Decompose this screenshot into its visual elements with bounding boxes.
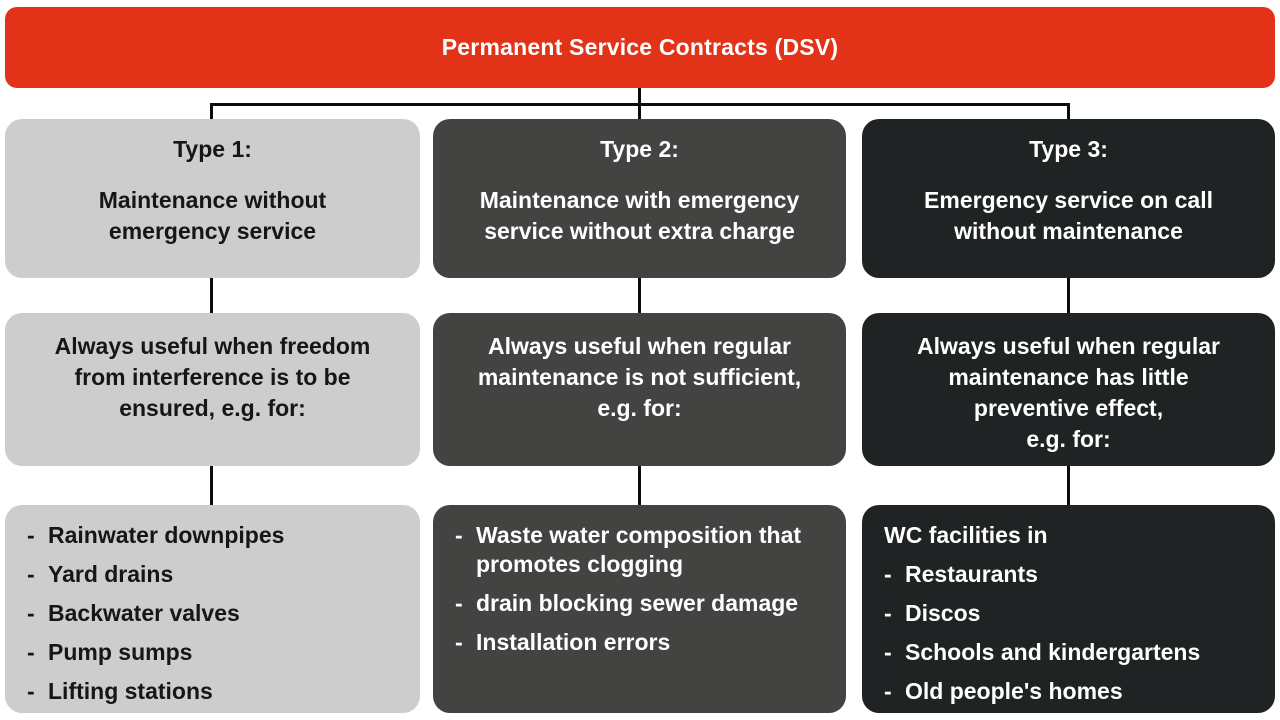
root-node-banner: Permanent Service Contracts (DSV) bbox=[5, 7, 1275, 88]
dash-bullet: - bbox=[884, 561, 892, 587]
list-item: - Restaurants bbox=[884, 560, 1265, 589]
list-item: - Pump sumps bbox=[27, 638, 410, 667]
dash-bullet: - bbox=[27, 522, 35, 548]
list-item: - Waste water composition that promotes … bbox=[455, 521, 836, 579]
dash-bullet: - bbox=[884, 639, 892, 665]
dash-bullet: - bbox=[27, 561, 35, 587]
type1-subtitle: Maintenance without emergency service bbox=[98, 187, 327, 244]
dash-bullet: - bbox=[884, 678, 892, 704]
list-item: - Backwater valves bbox=[27, 599, 410, 628]
list-item-text: Installation errors bbox=[476, 629, 671, 655]
connector-vertical-type1 bbox=[210, 103, 213, 509]
list-item: - drain blocking sewer damage bbox=[455, 589, 836, 618]
list-item-text: Restaurants bbox=[905, 561, 1038, 587]
type2-usefulness-text: Always useful when regular maintenance i… bbox=[477, 333, 802, 421]
list-item-text: Waste water composition that promotes cl… bbox=[476, 522, 802, 577]
type1-usefulness-box: Always useful when freedom from interfer… bbox=[5, 313, 420, 466]
list-item: - Yard drains bbox=[27, 560, 410, 589]
dash-bullet: - bbox=[27, 600, 35, 626]
dash-bullet: - bbox=[455, 522, 463, 548]
type1-title: Type 1: bbox=[173, 136, 252, 162]
type3-usefulness-box: Always useful when regular maintenance h… bbox=[862, 313, 1275, 466]
type3-title: Type 3: bbox=[1029, 136, 1108, 162]
list-item: - Rainwater downpipes bbox=[27, 521, 410, 550]
connector-vertical-type3 bbox=[1067, 103, 1070, 509]
type1-header-box: Type 1: Maintenance without emergency se… bbox=[5, 119, 420, 278]
type3-header-box: Type 3: Emergency service on call withou… bbox=[862, 119, 1275, 278]
list-intro: WC facilities in bbox=[884, 522, 1048, 548]
list-item: - Lifting stations bbox=[27, 677, 410, 706]
list-item: - Discos bbox=[884, 599, 1265, 628]
type2-usefulness-box: Always useful when regular maintenance i… bbox=[433, 313, 846, 466]
type2-subtitle: Maintenance with emergency service witho… bbox=[479, 187, 800, 244]
list-item: - Installation errors bbox=[455, 628, 836, 657]
list-item-text: Pump sumps bbox=[48, 639, 193, 665]
list-item: - Old people's homes bbox=[884, 677, 1265, 706]
list-item-text: Rainwater downpipes bbox=[48, 522, 285, 548]
dash-bullet: - bbox=[884, 600, 892, 626]
list-item-text: Discos bbox=[905, 600, 981, 626]
dash-bullet: - bbox=[455, 590, 463, 616]
type3-subtitle: Emergency service on call without mainte… bbox=[924, 187, 1213, 244]
dash-bullet: - bbox=[455, 629, 463, 655]
list-item-text: Old people's homes bbox=[905, 678, 1123, 704]
list-item-text: Yard drains bbox=[48, 561, 174, 587]
dash-bullet: - bbox=[27, 639, 35, 665]
type3-usefulness-text: Always useful when regular maintenance h… bbox=[917, 333, 1220, 452]
list-item-text: Schools and kindergartens bbox=[905, 639, 1201, 665]
connector-vertical-type2 bbox=[638, 88, 641, 509]
list-item: - Schools and kindergartens bbox=[884, 638, 1265, 667]
list-item-text: drain blocking sewer damage bbox=[476, 590, 799, 616]
type3-examples-box: WC facilities in - Restaurants - Discos … bbox=[862, 505, 1275, 713]
diagram-title: Permanent Service Contracts (DSV) bbox=[441, 34, 839, 60]
dash-bullet: - bbox=[27, 678, 35, 704]
type2-title: Type 2: bbox=[600, 136, 679, 162]
type1-examples-box: - Rainwater downpipes - Yard drains - Ba… bbox=[5, 505, 420, 713]
type2-header-box: Type 2: Maintenance with emergency servi… bbox=[433, 119, 846, 278]
list-item-text: Lifting stations bbox=[48, 678, 213, 704]
type1-usefulness-text: Always useful when freedom from interfer… bbox=[54, 333, 371, 421]
list-item-text: Backwater valves bbox=[48, 600, 240, 626]
type2-examples-box: - Waste water composition that promotes … bbox=[433, 505, 846, 713]
